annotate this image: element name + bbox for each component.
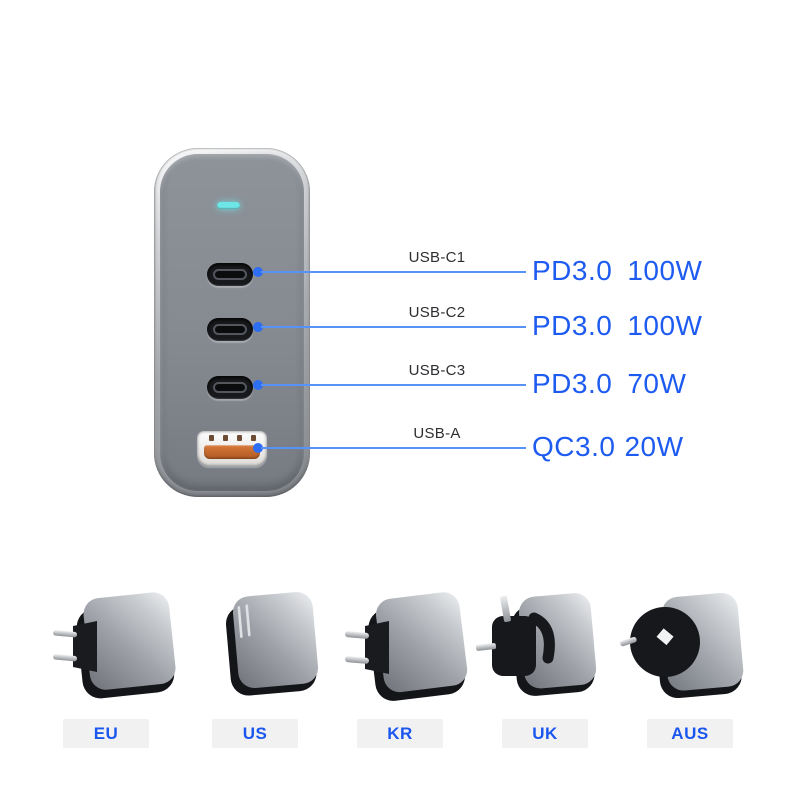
spec-protocol: PD3.0 [532, 368, 613, 399]
kr-plug-image [325, 588, 475, 706]
us-plug-image [180, 588, 330, 706]
aus-plug-image [615, 588, 765, 706]
charger-face [160, 154, 304, 491]
eu-plug-image [31, 588, 181, 706]
usb-c1-port-icon [207, 263, 253, 286]
uk-plug-image [470, 588, 620, 706]
spec-protocol: QC3.0 [532, 431, 616, 462]
port-spec: PD3.0 70W [532, 368, 686, 400]
usb-c3-port-icon [207, 376, 253, 399]
callout-dot-icon [253, 443, 263, 453]
port-label: USB-C2 [408, 304, 466, 321]
callout-line [261, 326, 526, 328]
spec-power: 100W [627, 310, 703, 341]
spec-power: 20W [624, 431, 684, 462]
callout-dot-icon [253, 267, 263, 277]
plug-label-kr: KR [357, 719, 443, 748]
port-spec: PD3.0 100W [532, 255, 702, 287]
plug-label-us: US [212, 719, 298, 748]
spec-power: 100W [627, 255, 703, 286]
port-label: USB-C3 [408, 362, 466, 379]
gan-charger-body [154, 148, 310, 497]
usb-c2-port-icon [207, 318, 253, 341]
spec-power: 70W [627, 368, 687, 399]
plug-label-aus: AUS [647, 719, 733, 748]
usb-a-tongue [204, 445, 260, 459]
port-spec: PD3.0 100W [532, 310, 702, 342]
usb-a-contacts [209, 435, 214, 441]
callout-dot-icon [253, 380, 263, 390]
callout-line [261, 384, 526, 386]
spec-protocol: PD3.0 [532, 310, 613, 341]
callout-dot-icon [253, 322, 263, 332]
callout-line [261, 447, 526, 449]
plug-label-uk: UK [502, 719, 588, 748]
port-spec: QC3.0 20W [532, 431, 684, 463]
port-label: USB-C1 [408, 249, 466, 266]
status-led-icon [217, 202, 240, 209]
spec-protocol: PD3.0 [532, 255, 613, 286]
plug-label-eu: EU [63, 719, 149, 748]
callout-line [261, 271, 526, 273]
port-label: USB-A [413, 425, 461, 442]
